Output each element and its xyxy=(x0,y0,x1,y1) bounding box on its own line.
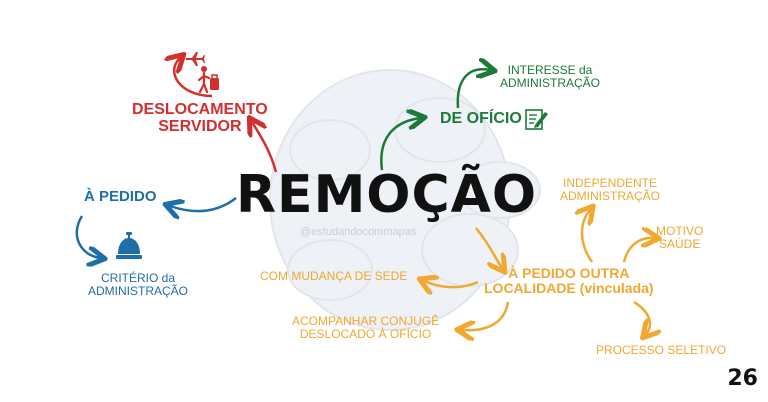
traveler-icon xyxy=(197,66,219,94)
node-independente-administracao: INDEPENDENTE ADMINISTRAÇÃO xyxy=(560,177,660,202)
node-motivo-line1: MOTIVO xyxy=(656,224,704,238)
airplane-icon xyxy=(186,52,205,66)
page-number: 26 xyxy=(727,366,758,391)
node-outra-line2: LOCALIDADE (vinculada) xyxy=(484,279,654,296)
arrow-to-a-pedido-outra xyxy=(475,227,502,268)
node-motivo-line2: SAÚDE xyxy=(659,236,701,251)
node-criterio-administracao: CRITÉRIO da ADMINISTRAÇÃO xyxy=(88,272,188,297)
arrow-to-processo xyxy=(633,300,650,334)
arrow-to-criterio xyxy=(75,215,100,258)
node-de-oficio: DE OFÍCIO xyxy=(440,110,522,127)
node-a-pedido-outra-localidade: À PEDIDO OUTRA LOCALIDADE (vinculada) xyxy=(484,266,654,295)
central-topic: REMOÇÃO xyxy=(236,165,538,225)
watermark: @estudandocommapas xyxy=(300,226,417,238)
arrow-to-mudanca xyxy=(424,281,479,287)
node-deslocamento-line2: SERVIDOR xyxy=(158,117,242,135)
node-criterio-line2: ADMINISTRAÇÃO xyxy=(88,283,189,298)
edit-form-icon xyxy=(525,109,548,130)
node-interesse-line2: ADMINISTRAÇÃO xyxy=(500,75,601,90)
arrow-red-curl xyxy=(174,58,213,98)
arrow-to-independente xyxy=(582,210,592,263)
arrow-to-interesse xyxy=(456,69,490,109)
arrow-to-a-pedido xyxy=(170,197,237,211)
node-a-pedido: À PEDIDO xyxy=(84,188,157,205)
node-interesse-line1: INTERESSE da xyxy=(507,63,593,77)
node-interesse-administracao: INTERESSE da ADMINISTRAÇÃO xyxy=(500,64,600,89)
node-acompanhar-conjuge: ACOMPANHAR CONJUGÊ DESLOCADO À OFÍCIO xyxy=(292,315,439,340)
node-deslocamento-line1: DESLOCAMENTO xyxy=(132,101,268,118)
arrow-to-deslocamento xyxy=(252,122,278,173)
arrow-to-motivo xyxy=(622,238,654,263)
node-deslocamento-servidor: DESLOCAMENTO SERVIDOR xyxy=(132,101,268,136)
node-independente-line1: INDEPENDENTE xyxy=(563,176,658,190)
arrow-to-de-oficio xyxy=(380,118,420,171)
node-com-mudanca-de-sede: COM MUDANÇA DE SEDE xyxy=(260,269,408,283)
node-independente-line2: ADMINISTRAÇÃO xyxy=(560,188,661,203)
node-criterio-line1: CRITÉRIO da xyxy=(101,271,176,285)
arrow-to-acompanhar xyxy=(462,301,510,330)
service-bell-icon xyxy=(116,232,142,259)
background-sketch xyxy=(269,69,541,331)
node-motivo-saude: MOTIVO SAÚDE xyxy=(656,225,703,250)
node-acompanhar-line2: DESLOCADO À OFÍCIO xyxy=(299,326,432,341)
node-acompanhar-line1: ACOMPANHAR CONJUGÊ xyxy=(292,314,440,328)
node-outra-line1: À PEDIDO OUTRA xyxy=(508,265,630,281)
node-processo-seletivo: PROCESSO SELETIVO xyxy=(596,343,727,357)
